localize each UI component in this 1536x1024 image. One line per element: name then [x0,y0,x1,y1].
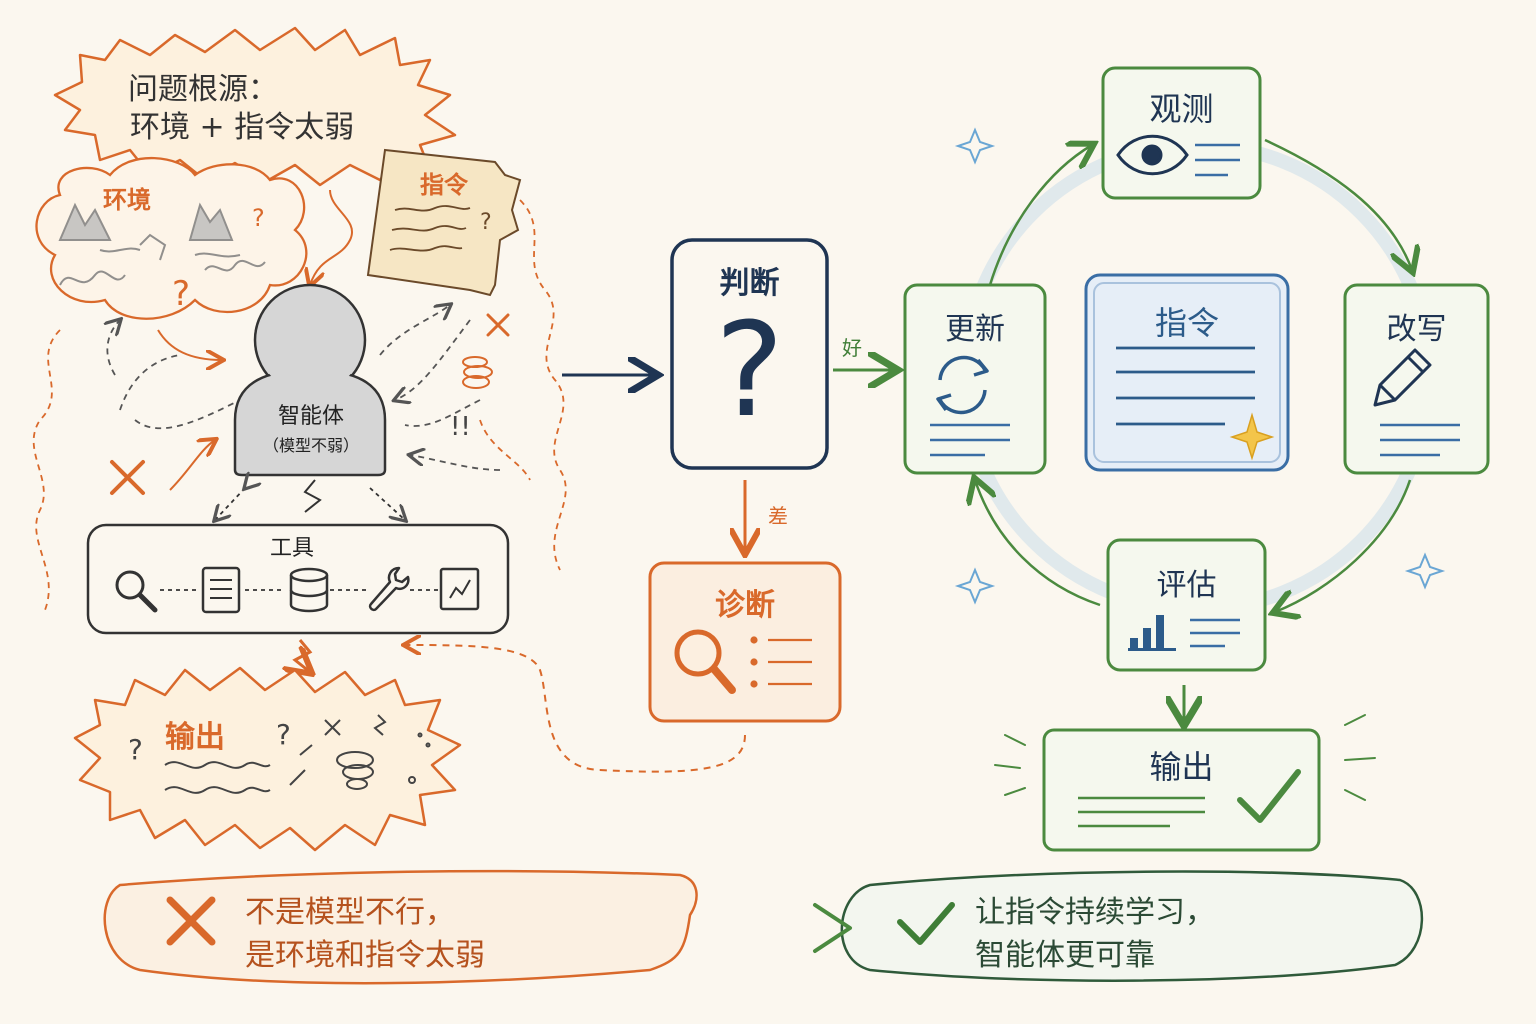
bad-output-title: 输出 [165,720,225,755]
rewrite-label: 改写 [1386,312,1447,347]
pencil-icon [1373,348,1432,407]
bottom-left-scroll [103,869,698,985]
agent-note: （模型不弱） [262,436,359,455]
refresh-icon [936,355,989,415]
bottom-right-line1: 让指令持续学习， [975,895,1215,930]
spring-coil [462,356,493,389]
problem-line2: 环境 + 指令太弱 [130,110,355,145]
observe-box [1101,66,1262,200]
bottom-right-line2: 智能体更可靠 [975,938,1155,973]
good-output-box [1042,728,1321,852]
env-scribbles [58,202,266,286]
eye-icon [1116,134,1189,176]
bottom-left-line1: 不是模型不行， [245,895,455,930]
document-icon [201,566,241,614]
bar-chart-icon [1128,615,1176,651]
judge-title: 判断 [719,266,780,301]
database-icon [289,567,329,613]
bad-label: 差 [768,504,788,528]
problem-line1: 问题根源： [128,72,278,107]
agent-figure [233,283,387,477]
sparkle-decoration [954,127,1446,605]
search-icon [115,570,158,613]
big-x-icon [166,896,216,946]
env-question-small-icon: ? [252,204,265,232]
evaluate-label: 评估 [1156,568,1217,603]
env-title: 环境 [103,186,151,214]
env-cloud [35,156,308,320]
judge-box [670,238,829,470]
env-question-icon: ? [172,274,191,314]
good-output-title: 输出 [1149,748,1214,786]
x-mark-left [110,460,145,495]
paper-question-icon: ? [480,210,492,235]
instruction-paper-title: 指令 [420,171,468,199]
sparkle-icon [1229,412,1275,461]
question-icon: ? [715,294,784,446]
bang-mark: !! [450,412,471,442]
diagnose-box [648,561,842,723]
bad-output-question-icon: ? [128,733,143,766]
bad-output-question2-icon: ? [276,718,291,751]
observe-label: 观测 [1149,90,1214,128]
agent-name: 智能体 [277,404,344,429]
chart-tool-icon [439,567,480,611]
bad-output-burst [73,666,462,852]
check-icon [1237,769,1301,823]
diagnose-list [750,636,812,688]
bottom-right-scroll [840,870,1424,982]
good-label: 好 [842,336,862,360]
magnifier-icon [674,629,736,694]
diagnose-title: 诊断 [715,588,775,623]
update-label: 更新 [945,312,1005,347]
problem-burst [53,26,457,187]
instruction-paper [366,148,522,297]
x-mark-small [486,313,510,337]
wrench-icon [368,566,410,612]
big-check-icon [897,902,955,945]
center-instruction-label: 指令 [1154,304,1219,342]
tools-title: 工具 [270,536,315,561]
bottom-left-line2: 是环境和指令太弱 [245,938,485,973]
